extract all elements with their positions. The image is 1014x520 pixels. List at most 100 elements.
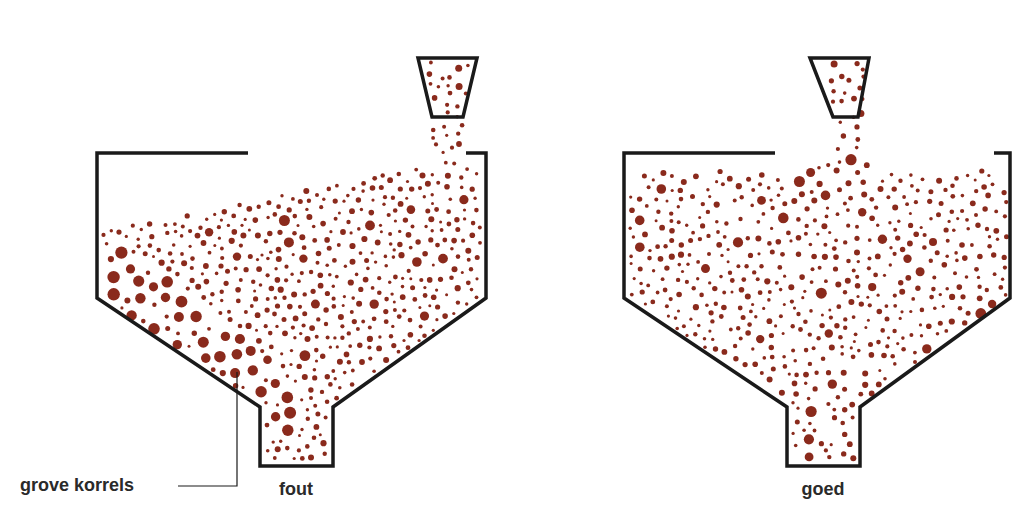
grain: [862, 382, 868, 388]
grain: [799, 191, 805, 197]
grain: [164, 223, 168, 227]
grain: [843, 91, 847, 95]
grain: [382, 203, 385, 206]
grain: [846, 224, 850, 228]
grain: [876, 340, 881, 345]
grain: [451, 238, 457, 244]
grain: [922, 344, 931, 353]
grain: [913, 351, 917, 355]
grain: [731, 291, 734, 294]
grain: [966, 227, 970, 231]
grain: [801, 296, 804, 299]
grain: [425, 181, 431, 187]
grain: [299, 234, 305, 240]
grain: [268, 331, 273, 336]
grain: [389, 334, 393, 338]
grain: [946, 239, 950, 243]
grain: [406, 232, 412, 238]
grain: [966, 311, 971, 316]
grain: [338, 212, 341, 215]
grain: [762, 307, 765, 310]
grain: [466, 280, 471, 285]
grain: [232, 349, 243, 360]
grain: [859, 301, 864, 306]
grain: [855, 275, 859, 279]
grain: [201, 272, 204, 275]
grain: [832, 415, 837, 420]
grain: [806, 168, 815, 177]
grain: [235, 287, 241, 293]
grain: [431, 136, 435, 140]
grain: [929, 238, 937, 246]
grain: [205, 218, 208, 221]
grain: [371, 286, 375, 290]
grain: [892, 329, 896, 333]
grain: [974, 267, 979, 272]
grain: [332, 285, 335, 288]
grain: [137, 244, 141, 248]
grain: [713, 346, 718, 351]
grain: [473, 197, 476, 200]
grain: [356, 327, 360, 331]
grain: [275, 325, 278, 328]
grain: [248, 254, 253, 259]
grain: [710, 319, 714, 323]
grain: [367, 345, 371, 349]
grain: [933, 306, 937, 310]
grain: [829, 78, 834, 83]
grain: [814, 371, 818, 375]
grain: [832, 246, 837, 251]
grain: [280, 194, 283, 197]
grain: [767, 241, 772, 246]
grain: [312, 238, 317, 243]
grain: [629, 208, 635, 214]
grain: [966, 174, 969, 177]
grain: [813, 386, 818, 391]
grain: [274, 296, 278, 300]
grain: [883, 274, 886, 277]
grain: [402, 339, 405, 342]
grain: [420, 312, 429, 321]
grain: [650, 300, 655, 305]
grain: [666, 200, 669, 203]
grain: [679, 242, 684, 247]
grain: [953, 271, 957, 275]
grain: [188, 229, 192, 233]
grain: [347, 360, 351, 364]
grain: [431, 294, 437, 300]
grain: [977, 285, 981, 289]
grain: [168, 251, 173, 256]
grain: [876, 382, 882, 388]
grain: [405, 197, 408, 200]
grain: [754, 315, 757, 318]
grain: [318, 283, 324, 289]
part-label: grove korrels: [20, 476, 134, 496]
grain: [340, 324, 344, 328]
grain: [733, 237, 743, 247]
grain: [824, 448, 828, 452]
grain: [855, 225, 859, 229]
grain: [682, 324, 686, 328]
grain: [149, 282, 158, 291]
grain: [890, 173, 894, 177]
grain: [880, 328, 885, 333]
grain: [858, 392, 863, 397]
grain: [796, 312, 800, 316]
grain: [796, 407, 799, 410]
grain: [751, 347, 754, 350]
grain: [175, 272, 180, 277]
grain: [115, 247, 127, 259]
caption-label: fout: [279, 480, 313, 500]
grain: [770, 227, 773, 230]
grain: [398, 230, 401, 233]
grain: [770, 355, 775, 360]
grain: [652, 178, 655, 181]
grain: [276, 204, 281, 209]
grain: [335, 184, 339, 188]
grain: [465, 248, 471, 254]
grain: [389, 242, 393, 246]
grain: [431, 193, 434, 196]
grain: [812, 346, 816, 350]
grain: [336, 345, 339, 348]
grain: [970, 200, 976, 206]
